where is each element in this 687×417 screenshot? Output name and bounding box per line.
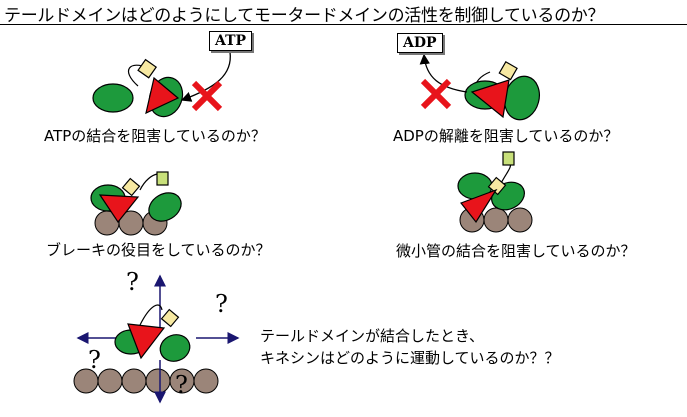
atp-arrow [180,51,231,102]
motor-head-red [145,76,180,115]
block-cross-icon [191,80,223,112]
kinesin-motion-panel [73,274,240,404]
motor-head-red [127,323,166,360]
caption-atp-binding: ATPの結合を阻害しているのか？ [44,127,266,145]
atp-label: ATP [209,31,253,51]
question-mark: ? [175,371,188,399]
motor-head-green [92,83,134,113]
motor-head-green [148,192,182,222]
tubulin-subunit [121,368,147,394]
tail-linker [139,304,163,326]
question-mark: ? [215,290,228,318]
tubulin-subunit [507,207,533,233]
title-underline [0,24,687,25]
motor-head-red [460,188,498,224]
caption-motion-line1: テールドメインが結合したとき、 [260,327,484,345]
page-title: テールドメインはどのようにしてモータードメインの活性を制御しているのか？ [4,6,605,26]
tubulin-subunit [97,368,123,394]
tubulin-subunit [483,207,509,233]
motor-head-red [470,79,510,119]
kinesin-microtubule-panel [457,151,533,233]
adp-label: ADP [397,33,443,53]
tail-domain-yellow [121,177,141,197]
motor-head-green [159,334,191,362]
tubulin-subunit [193,368,219,394]
block-cross-icon [420,78,452,110]
tail-domain-yellow [160,308,180,328]
caption-adp-release: ADPの解離を阻害しているのか？ [393,127,619,145]
caption-brake: ブレーキの役目をしているのか？ [46,241,271,259]
tail-domain-lime [502,151,515,166]
motor-head-red [98,194,140,224]
kinesin-brake-panel [90,171,182,236]
question-mark: ? [88,346,101,374]
tail-domain-lime [156,171,169,186]
adp-arrow [419,53,468,93]
caption-motion-line2: キネシンはどのように運動しているのか？？ [260,349,560,367]
question-mark: ? [126,268,139,296]
tail-domain-yellow [137,58,158,79]
tail-domain-yellow [498,60,518,81]
kinesin-atp-panel [92,51,231,118]
caption-microtubule: 微小管の結合を阻害しているのか？ [396,242,636,260]
kinesin-adp-panel [419,53,540,121]
tubulin-subunit [145,368,171,394]
